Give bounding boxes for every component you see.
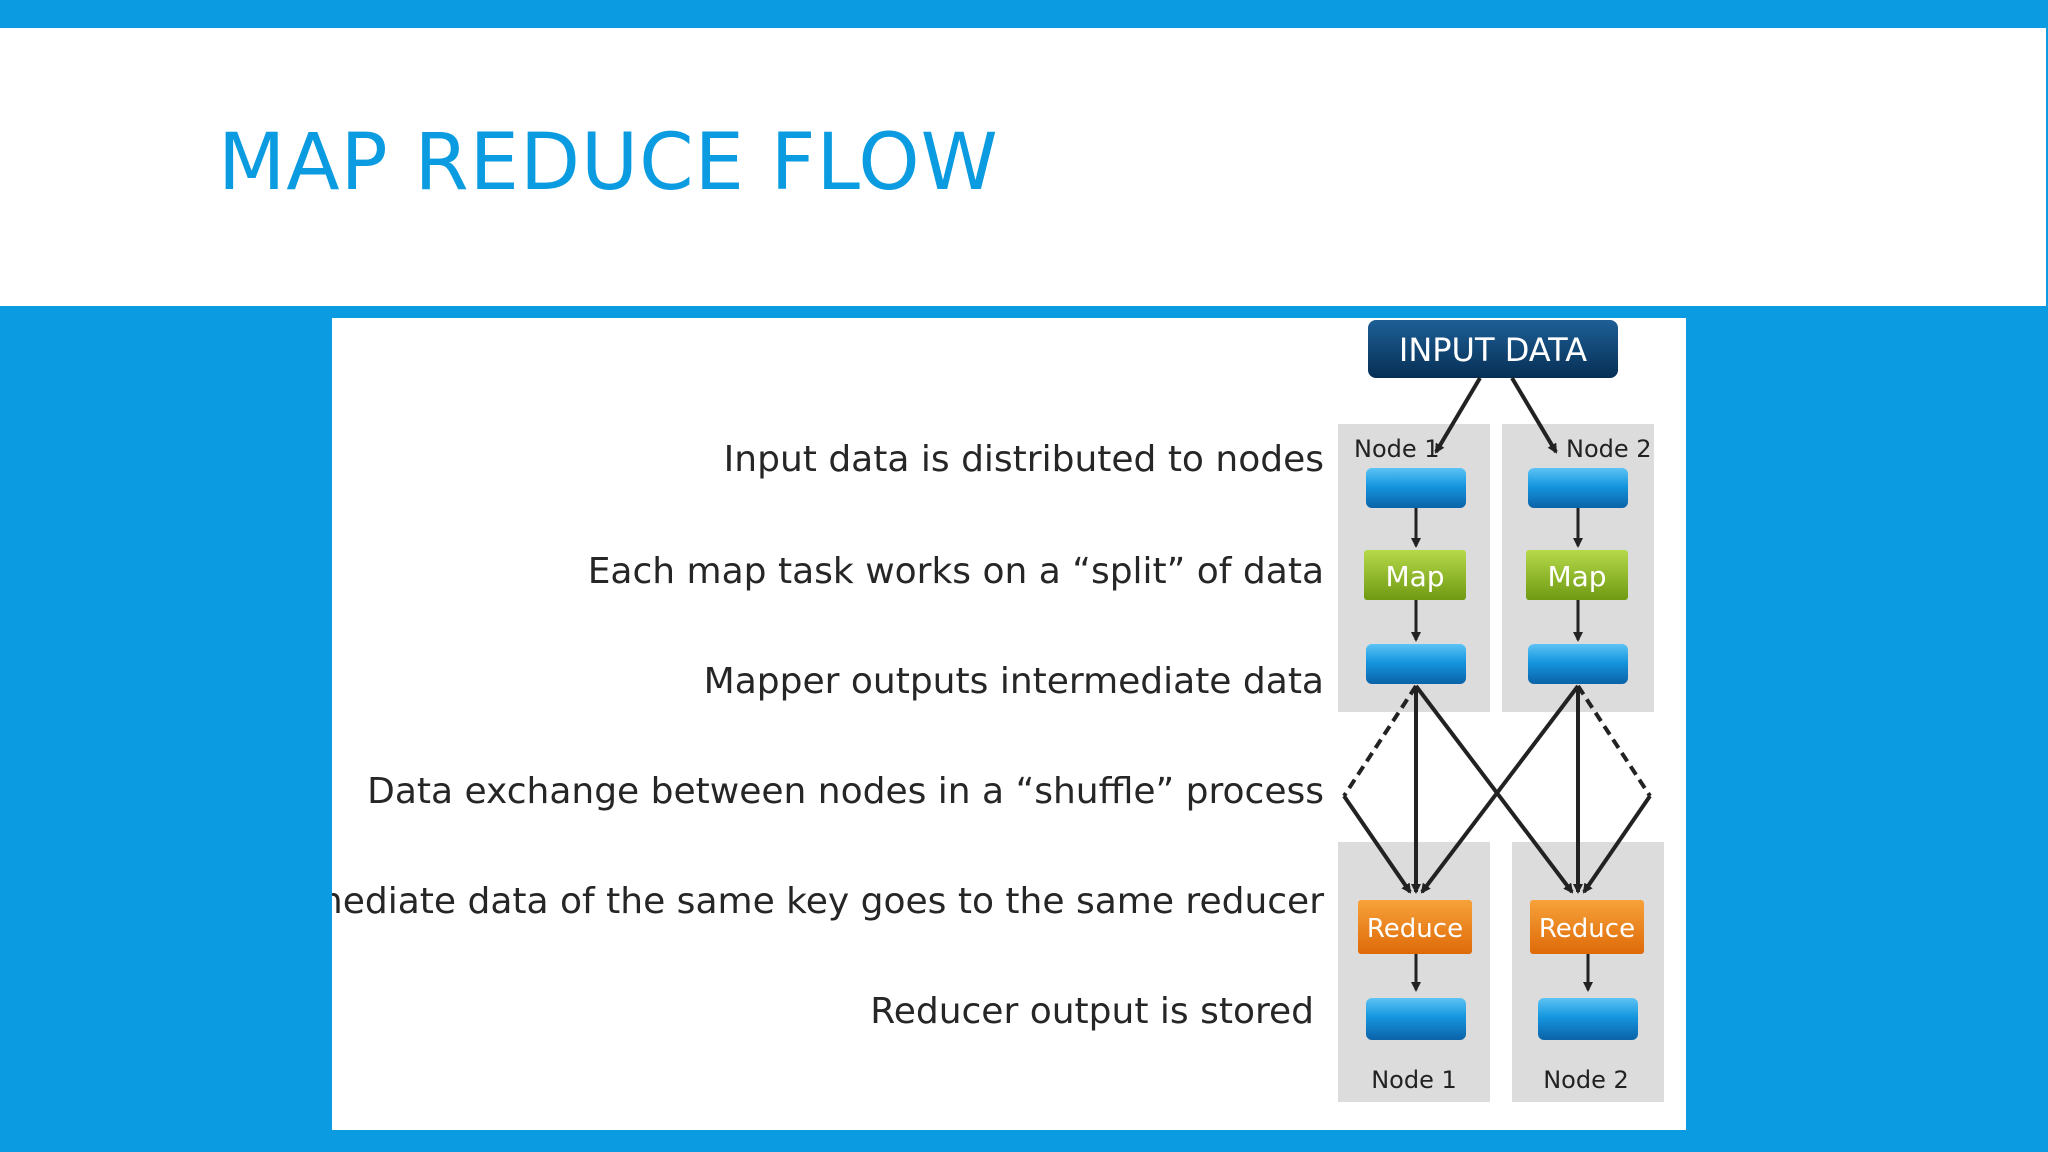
node-label-bottom-1: Node 1 xyxy=(1371,1066,1457,1094)
map-box-1 xyxy=(1364,550,1466,600)
arrow-input-to-node-2 xyxy=(1510,376,1558,454)
step-label-distribute: Input data is distributed to nodes xyxy=(724,439,1324,480)
reduce-label-1: Reduce xyxy=(1367,914,1463,944)
step-label-shuffle: Data exchange between nodes in a “shuffl… xyxy=(367,771,1324,812)
step-label-map-split: Each map task works on a “split” of data xyxy=(588,551,1324,592)
node-label-top-1: Node 1 xyxy=(1354,435,1440,463)
input-data-label: INPUT DATA xyxy=(1399,331,1587,369)
map-label-2: Map xyxy=(1547,560,1606,593)
reduce-box-1 xyxy=(1358,900,1472,954)
shuffle-arrow-2-to-1 xyxy=(1420,684,1580,894)
reduce-label-2: Reduce xyxy=(1539,914,1635,944)
intermediate-box-2 xyxy=(1528,644,1628,684)
shuffle-arrow-1-to-2 xyxy=(1414,684,1574,894)
step-label-reducer-output: Reducer output is stored xyxy=(870,991,1314,1032)
input-split-box-1 xyxy=(1366,468,1466,508)
node-label-bottom-2: Node 2 xyxy=(1543,1066,1629,1094)
output-box-2 xyxy=(1538,998,1638,1040)
mapreduce-diagram: Input data is distributed to nodes Each … xyxy=(332,318,1686,1130)
slide-title: MAP REDUCE FLOW xyxy=(218,118,999,208)
map-label-1: Map xyxy=(1385,560,1444,593)
title-area xyxy=(0,28,2046,306)
shuffle-arrow-left-lower xyxy=(1342,794,1412,894)
output-box-1 xyxy=(1366,998,1466,1040)
mapreduce-diagram-svg: Input data is distributed to nodes Each … xyxy=(332,320,1664,1102)
reduce-box-2 xyxy=(1530,900,1644,954)
shuffle-dashed-right-upper xyxy=(1576,684,1652,798)
map-box-2 xyxy=(1526,550,1628,600)
step-label-same-key: Intermediate data of the same key goes t… xyxy=(332,881,1324,922)
input-split-box-2 xyxy=(1528,468,1628,508)
shuffle-dashed-left-upper xyxy=(1342,684,1418,798)
arrow-input-to-node-1 xyxy=(1434,376,1482,454)
input-data-box xyxy=(1368,320,1618,378)
intermediate-box-1 xyxy=(1366,644,1466,684)
node-label-top-2: Node 2 xyxy=(1566,435,1652,463)
step-label-intermediate: Mapper outputs intermediate data xyxy=(704,661,1324,702)
shuffle-arrow-right-lower xyxy=(1582,794,1652,894)
top-accent-bar xyxy=(0,0,2048,28)
